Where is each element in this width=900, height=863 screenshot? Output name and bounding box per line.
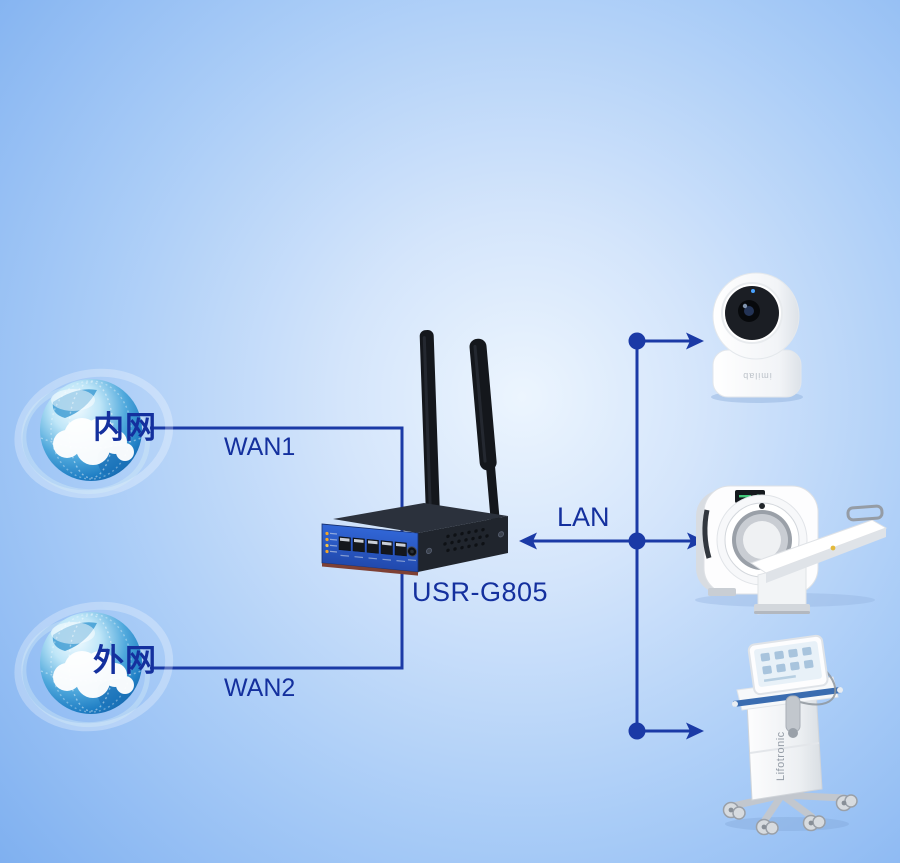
arrow-to-router-icon <box>519 532 537 550</box>
camera-brand-label: imilab <box>742 371 772 381</box>
router-image <box>321 330 508 576</box>
junction-dot-top <box>628 332 646 350</box>
extranet-label: 外网 <box>93 643 157 678</box>
router-front-panel <box>321 523 419 576</box>
junction-dot-bottom <box>628 722 646 740</box>
intranet-globe-icon <box>14 368 174 499</box>
arrow-to-camera-icon <box>686 332 704 350</box>
lan-connection-lines <box>519 332 705 740</box>
camera-image <box>711 272 803 403</box>
ct-scanner-image <box>695 485 888 615</box>
router-side-face <box>418 516 508 572</box>
arrow-to-cart-icon <box>686 722 704 740</box>
router-top-face <box>333 503 508 533</box>
router-ethernet-ports <box>338 536 407 563</box>
lan-label: LAN <box>557 502 610 532</box>
wan2-label: WAN2 <box>224 674 296 702</box>
cart-brand-label: Lifotronic <box>775 731 787 781</box>
router-antenna-right-icon <box>469 338 501 537</box>
medical-cart-image <box>722 634 858 836</box>
router-power-jack <box>406 546 418 562</box>
ct-table <box>749 504 888 615</box>
router-model-label: USR-G805 <box>412 577 549 607</box>
junction-dot-middle <box>628 532 646 550</box>
router-led-indicators <box>325 531 337 554</box>
extranet-globe-icon <box>14 601 174 732</box>
router-antenna-left-icon <box>419 330 441 526</box>
router-side-vents <box>425 527 505 554</box>
cart-wheels <box>722 791 858 836</box>
wan1-label: WAN1 <box>224 433 296 461</box>
cart-screen <box>747 634 829 696</box>
intranet-label: 内网 <box>93 410 157 445</box>
